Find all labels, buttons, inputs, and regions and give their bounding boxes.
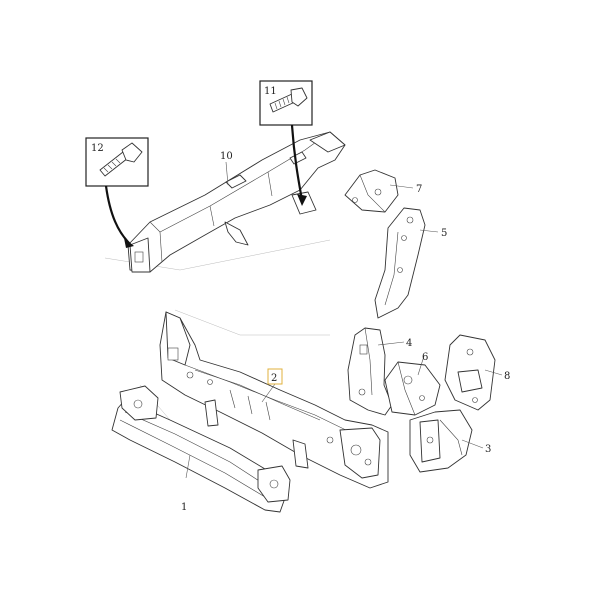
- callout-8[interactable]: 8: [504, 371, 510, 382]
- bolt-11-icon: [269, 87, 308, 113]
- part-4-side-bracket[interactable]: [347, 327, 393, 416]
- part-8-right-plate[interactable]: [444, 334, 496, 411]
- part-2-front-panel[interactable]: [159, 311, 389, 489]
- bolt-12-icon: [99, 142, 143, 177]
- callout-3[interactable]: 3: [485, 444, 491, 455]
- callout-12[interactable]: 12: [91, 143, 104, 154]
- arrowhead-12: [124, 238, 134, 248]
- callouts: 1 2 3 4 5 6 7 8 10 11 12: [91, 86, 510, 513]
- callout-4[interactable]: 4: [406, 338, 412, 349]
- part-1-bumper-beam[interactable]: [111, 385, 291, 513]
- callout-7[interactable]: 7: [416, 184, 422, 195]
- part-5-vertical-bracket[interactable]: [374, 207, 426, 319]
- callout-1[interactable]: 1: [181, 502, 187, 513]
- callout-10[interactable]: 10: [220, 151, 233, 162]
- arrowhead-11: [297, 194, 307, 206]
- callout-2[interactable]: 2: [271, 373, 277, 384]
- leader-arrow-11: [290, 124, 304, 201]
- part-6-gusset[interactable]: [384, 361, 441, 416]
- callout-5[interactable]: 5: [441, 228, 447, 239]
- inset-11-bolt[interactable]: [259, 80, 313, 206]
- callout-11[interactable]: 11: [264, 86, 277, 97]
- leader-arrow-12: [104, 185, 131, 245]
- part-10-upper-crossmember[interactable]: [127, 131, 346, 273]
- callout-6[interactable]: 6: [422, 352, 428, 363]
- part-7-upper-bracket[interactable]: [344, 169, 399, 213]
- leader-lines: [185, 161, 503, 479]
- callout-2-highlight-box: [267, 368, 283, 385]
- panel-slot-left: [167, 347, 179, 361]
- part-3-lower-bracket[interactable]: [409, 409, 473, 473]
- inset-12-bolt[interactable]: [85, 137, 149, 248]
